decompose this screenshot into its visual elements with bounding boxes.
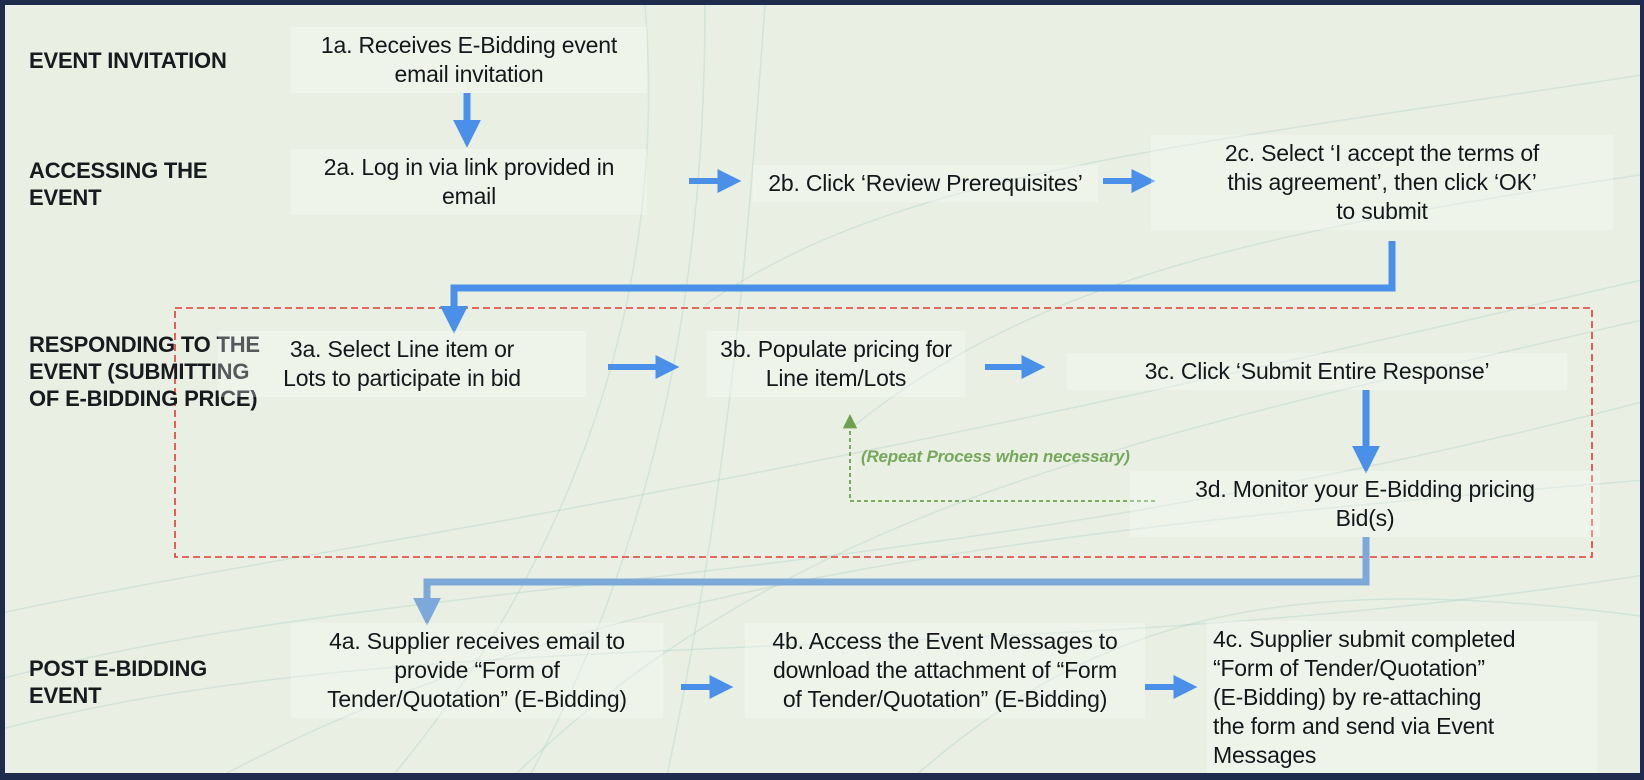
step-3b-populate-pricing: 3b. Populate pricing for Line item/Lots <box>707 331 965 397</box>
step-2a-log-in: 2a. Log in via link provided in email <box>291 149 647 215</box>
step-4b-download-attachment: 4b. Access the Event Messages to downloa… <box>745 623 1145 718</box>
step-3c-submit-entire-response: 3c. Click ‘Submit Entire Response’ <box>1067 353 1567 390</box>
step-2c-accept-terms: 2c. Select ‘I accept the terms of this a… <box>1151 135 1613 230</box>
step-1a-receive-invitation: 1a. Receives E-Bidding event email invit… <box>291 27 647 93</box>
step-3a-select-line-item: 3a. Select Line item or Lots to particip… <box>218 331 586 397</box>
step-4c-submit-completed-form: 4c. Supplier submit completed “Form of T… <box>1207 621 1597 773</box>
connector-2c-to-3a <box>440 241 1396 334</box>
step-2b-review-prerequisites: 2b. Click ‘Review Prerequisites’ <box>753 165 1098 202</box>
step-4a-receive-form-email: 4a. Supplier receives email to provide “… <box>291 623 663 718</box>
stage-label-post-e-bidding-event: POST E-BIDDING EVENT <box>29 656 208 708</box>
stage-label-accessing-the-event: ACCESSING THE EVENT <box>29 158 208 210</box>
repeat-process-note: (Repeat Process when necessary) <box>861 447 1130 466</box>
step-3d-monitor-bids: 3d. Monitor your E-Bidding pricing Bid(s… <box>1130 471 1600 537</box>
stage-label-event-invitation: EVENT INVITATION <box>29 48 227 73</box>
stage-label-responding-to-the-event: RESPONDING TO THE EVENT (SUBMITTING OF E… <box>29 332 260 411</box>
connector-3d-to-4a <box>413 537 1370 626</box>
